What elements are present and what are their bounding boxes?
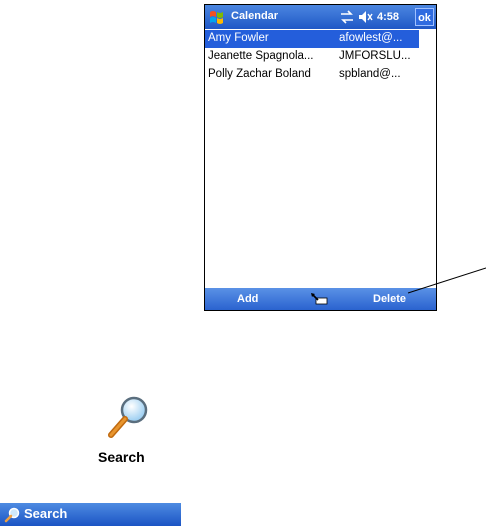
ok-button[interactable]: ok [415,8,434,26]
contact-list: Amy Fowler afowlest@... Jeanette Spagnol… [205,30,436,84]
contact-name: Jeanette Spagnola... [208,50,314,62]
contact-email: spbland@... [339,68,401,80]
clock[interactable]: 4:58 [377,11,400,23]
pocket-pc-screen: Calendar 4:58 ok Amy Fowler afowlest@...… [204,4,437,311]
magnifier-icon [108,396,148,438]
search-bar-title: Search [24,506,68,521]
contact-email: JMFORSLU... [339,50,411,62]
keyboard-sip-icon[interactable] [309,291,333,307]
app-title: Calendar [231,10,279,22]
delete-button[interactable]: Delete [373,293,407,305]
search-title-bar: Search [0,503,181,526]
contact-row-amy-fowler[interactable]: Amy Fowler afowlest@... [205,30,419,48]
sync-icon[interactable] [339,10,355,24]
volume-icon[interactable] [358,10,374,24]
menu-bar: Add Delete [205,288,436,310]
contact-row-polly-zachar-boland[interactable]: Polly Zachar Boland spbland@... [205,66,419,84]
contact-name: Polly Zachar Boland [208,68,311,80]
contact-email: afowlest@... [339,32,403,44]
search-program-label: Search [98,449,145,465]
search-program-icon[interactable]: Search [98,395,164,471]
title-bar: Calendar 4:58 ok [205,5,436,29]
contact-row-jeanette-spagnola[interactable]: Jeanette Spagnola... JMFORSLU... [205,48,419,66]
contact-name: Amy Fowler [208,32,269,44]
magnifier-icon [4,507,20,523]
add-button[interactable]: Add [237,293,259,305]
windows-flag-icon[interactable] [208,8,226,26]
